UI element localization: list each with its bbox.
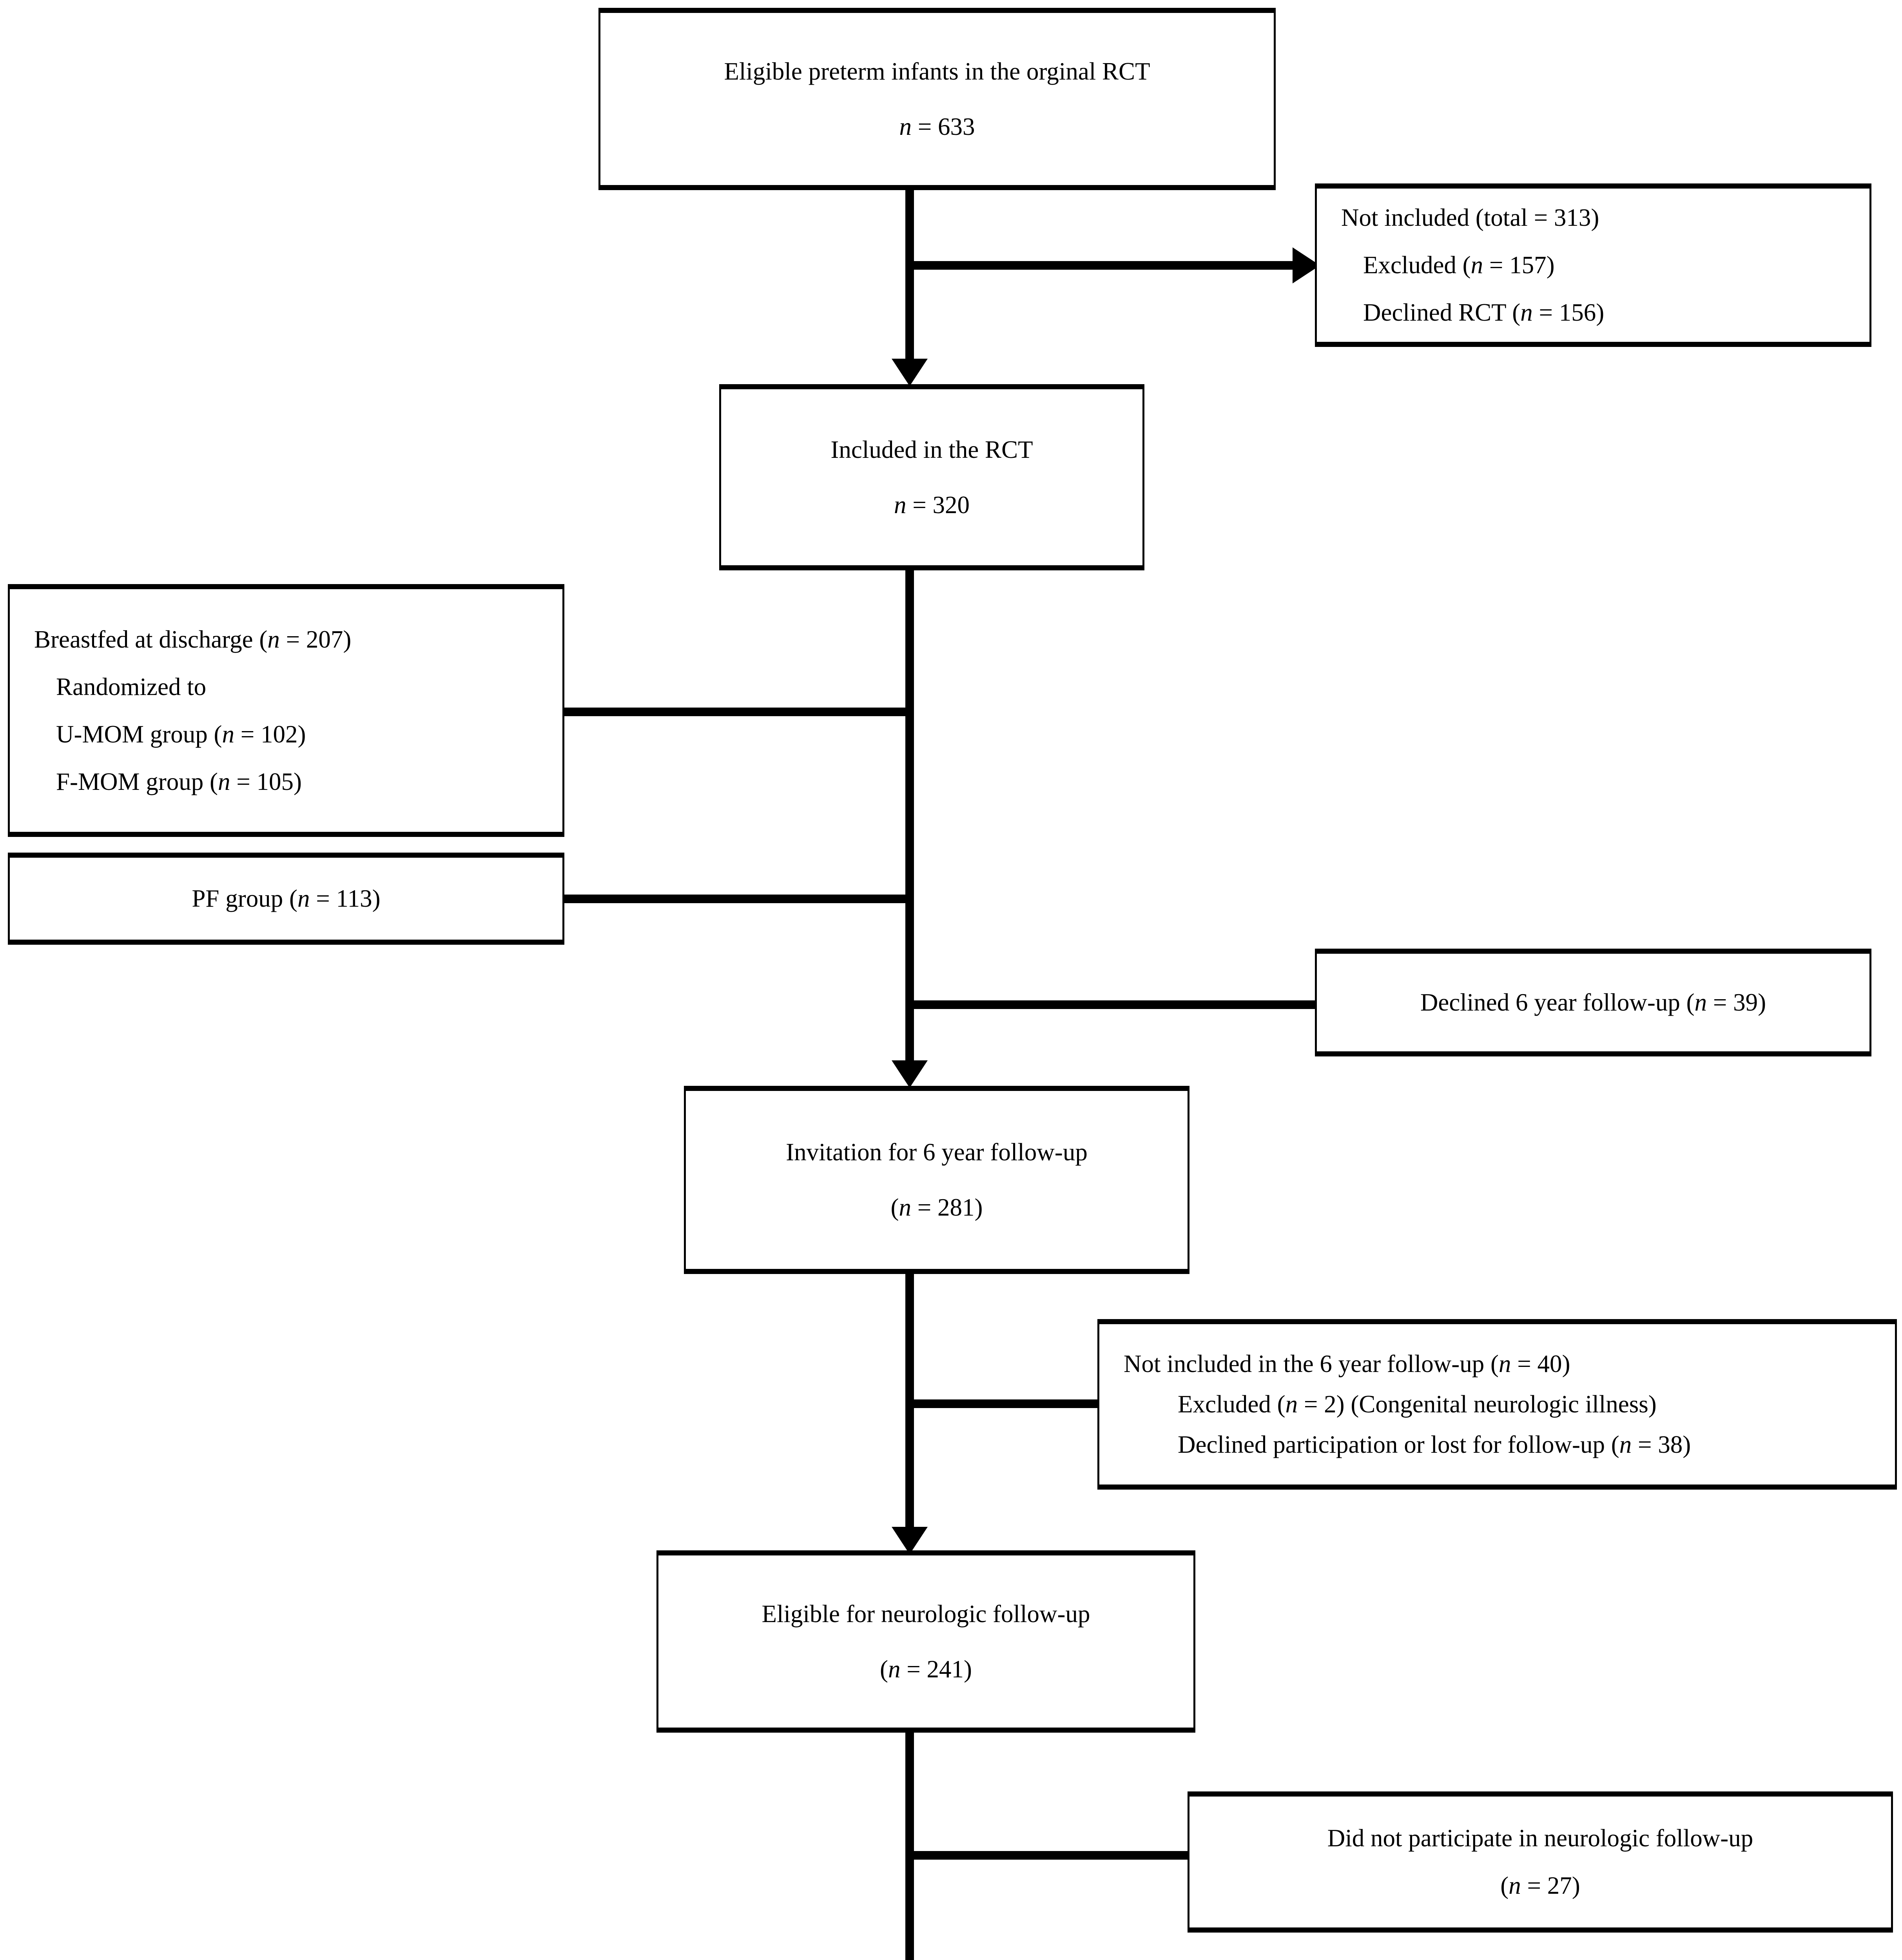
- connector-to-declined-6-year: [905, 1000, 1319, 1009]
- not-included-line-2: Excluded (n = 157): [1363, 251, 1555, 279]
- arrowhead-to-eligible-neuro: [892, 1527, 928, 1554]
- pf-group-box: PF group (n = 113): [8, 853, 564, 945]
- not-included-line-1: Not included (total = 313): [1341, 204, 1599, 231]
- arrowhead-to-invitation: [892, 1060, 928, 1088]
- connector-trunk-3: [905, 1274, 914, 1544]
- breastfed-line-2: Randomized to: [56, 673, 207, 701]
- not-included-line-3: Declined RCT (n = 156): [1363, 299, 1605, 326]
- declined-6-year-box: Declined 6 year follow-up (n = 39): [1315, 949, 1871, 1056]
- eligible-neurologic-box: Eligible for neurologic follow-up (n = 2…: [656, 1550, 1195, 1733]
- connector-to-not-included: [905, 261, 1297, 270]
- invitation-6-year-line-2: (n = 281): [890, 1194, 983, 1221]
- included-rct-box: Included in the RCT n = 320: [719, 384, 1144, 570]
- eligible-rct-line-1: Eligible preterm infants in the orginal …: [724, 57, 1150, 85]
- breastfed-line-3: U-MOM group (n = 102): [56, 720, 306, 748]
- connector-trunk-2: [905, 570, 914, 1076]
- included-rct-line-1: Included in the RCT: [830, 436, 1033, 463]
- did-not-participate-line-1: Did not participate in neurologic follow…: [1327, 1824, 1753, 1852]
- breastfed-line-4: F-MOM group (n = 105): [56, 768, 302, 795]
- not-included-6-year-line-3: Declined participation or lost for follo…: [1178, 1431, 1691, 1458]
- connector-trunk-1: [905, 190, 914, 374]
- connector-to-not-included-6-year: [905, 1399, 1101, 1408]
- breastfed-line-1: Breastfed at discharge (n = 207): [34, 625, 352, 653]
- did-not-participate-line-2: (n = 27): [1500, 1872, 1580, 1899]
- pf-group-line-1: PF group (n = 113): [192, 885, 381, 912]
- declined-6-year-line-1: Declined 6 year follow-up (n = 39): [1420, 989, 1766, 1016]
- connector-to-breastfed: [560, 708, 910, 716]
- not-included-6-year-line-2: Excluded (n = 2) (Congenital neurologic …: [1178, 1390, 1657, 1418]
- invitation-6-year-box: Invitation for 6 year follow-up (n = 281…: [684, 1086, 1189, 1274]
- connector-to-pf-group: [560, 895, 910, 903]
- eligible-neurologic-line-2: (n = 241): [880, 1655, 972, 1683]
- not-included-box: Not included (total = 313) Excluded (n =…: [1315, 183, 1871, 347]
- did-not-participate-box: Did not participate in neurologic follow…: [1188, 1791, 1893, 1933]
- connector-trunk-4: [905, 1733, 914, 1960]
- breastfed-box: Breastfed at discharge (n = 207) Randomi…: [8, 584, 564, 837]
- not-included-6-year-line-1: Not included in the 6 year follow-up (n …: [1124, 1350, 1570, 1377]
- eligible-rct-line-2: n = 633: [899, 113, 975, 140]
- not-included-6-year-box: Not included in the 6 year follow-up (n …: [1097, 1319, 1897, 1490]
- invitation-6-year-line-1: Invitation for 6 year follow-up: [786, 1138, 1088, 1166]
- arrowhead-to-included-rct: [892, 359, 928, 386]
- included-rct-line-2: n = 320: [894, 491, 970, 519]
- connector-to-did-not-participate: [905, 1851, 1191, 1860]
- eligible-neurologic-line-1: Eligible for neurologic follow-up: [762, 1600, 1090, 1628]
- eligible-rct-box: Eligible preterm infants in the orginal …: [598, 8, 1276, 190]
